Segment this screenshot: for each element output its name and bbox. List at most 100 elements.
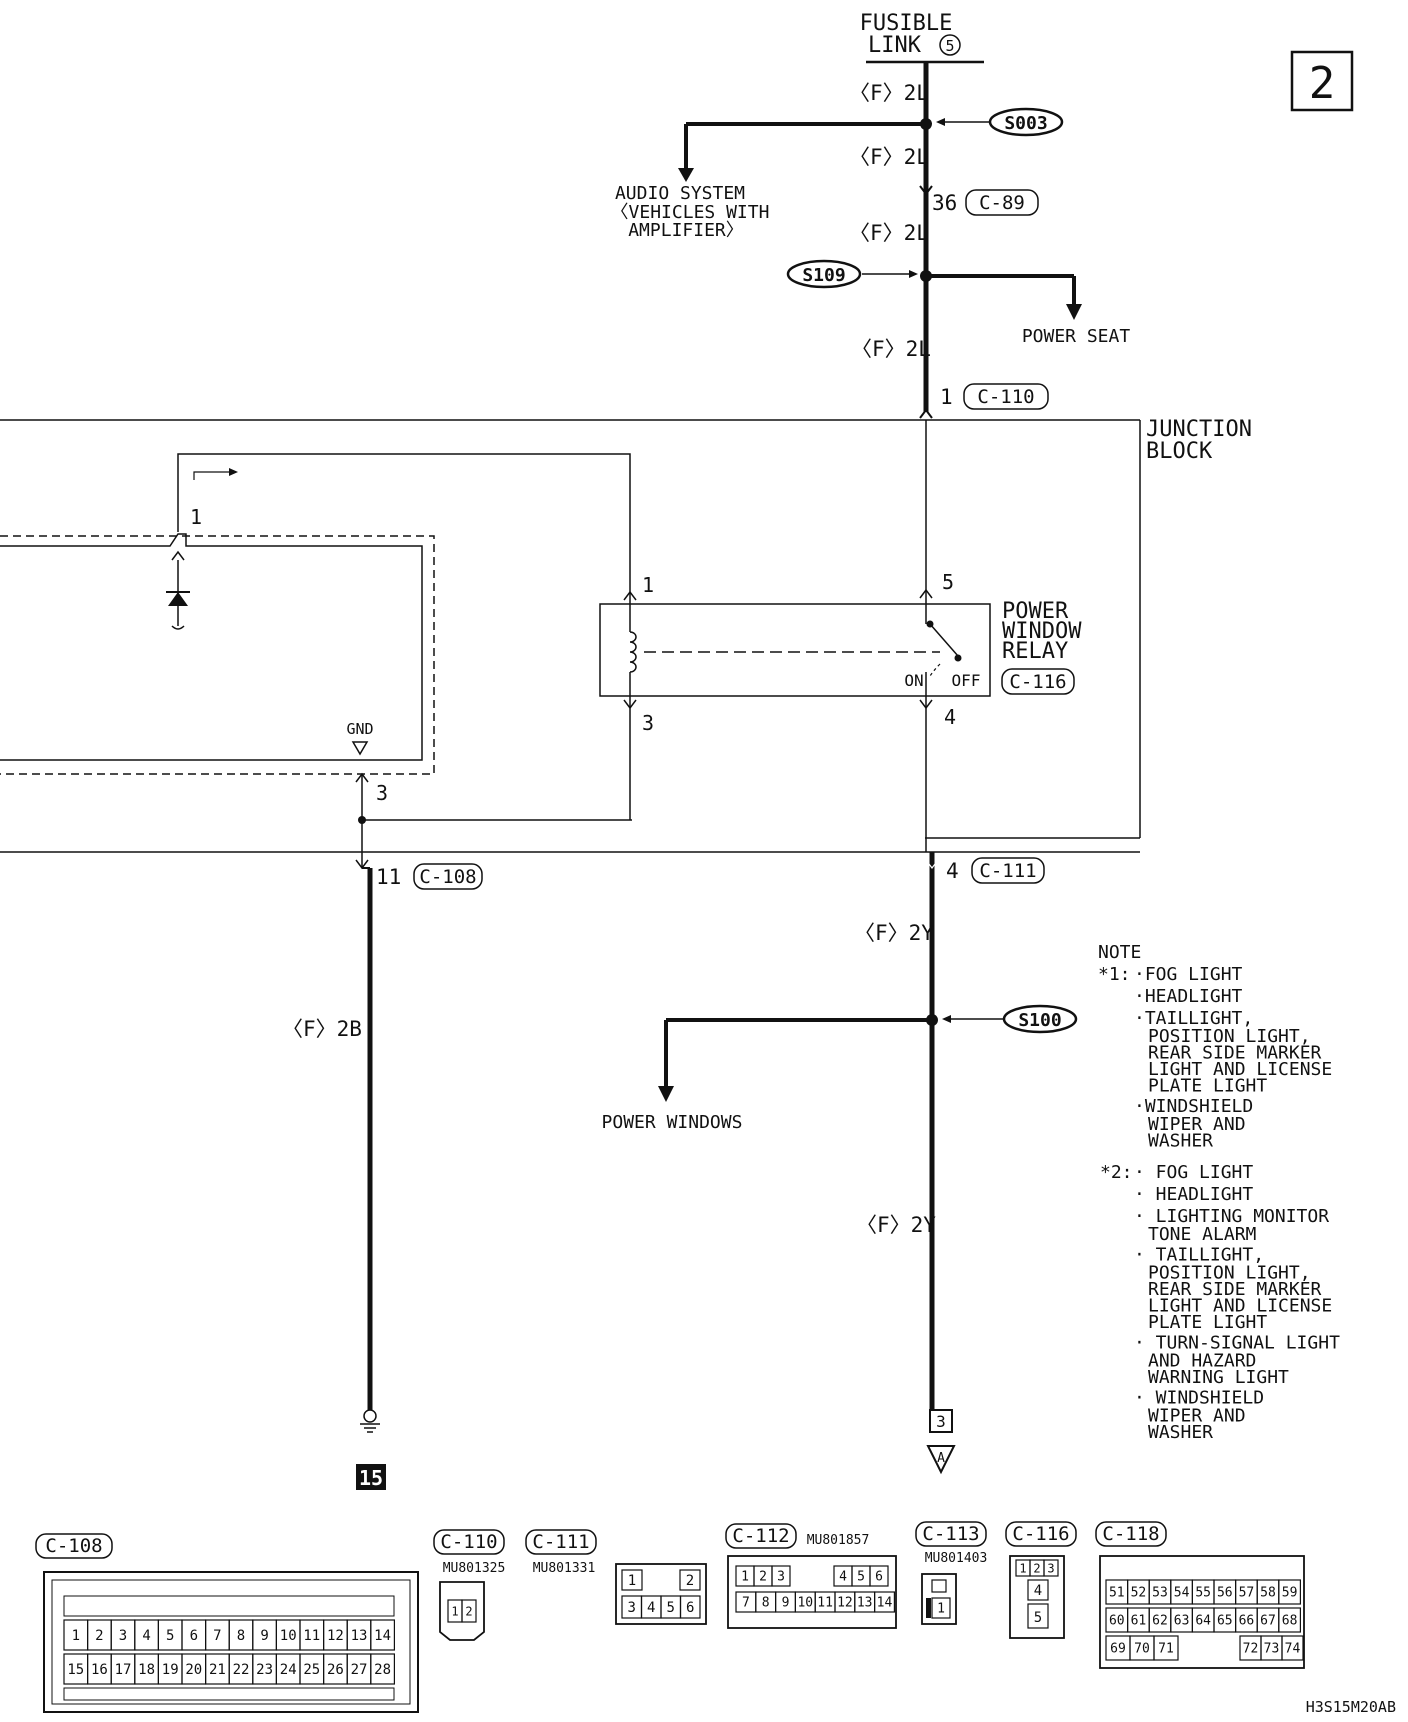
left-circuit-pin-3: 3 xyxy=(376,781,388,805)
pin-number: 4 xyxy=(1034,1583,1042,1599)
note-line: POSITION LIGHT, xyxy=(1148,1263,1311,1284)
power-windows-label: POWER WINDOWS xyxy=(602,1112,743,1133)
diagram-code: H3S15M20AB xyxy=(1306,1698,1396,1716)
main-power-wire xyxy=(678,62,1082,419)
pin-number: 25 xyxy=(303,1662,320,1678)
note-line: PLATE LIGHT xyxy=(1148,1312,1267,1333)
splice-s100-label: S100 xyxy=(1018,1010,1061,1031)
pin-number: 53 xyxy=(1152,1586,1168,1601)
pin-number: 70 xyxy=(1134,1642,1150,1657)
pin-cell xyxy=(1027,1579,1049,1601)
pin-number: 17 xyxy=(115,1662,132,1678)
pin-cell xyxy=(931,1597,951,1619)
pin-number: 12 xyxy=(837,1596,853,1611)
c110-view-label: C-110 xyxy=(440,1531,497,1553)
c118-view-label: C-118 xyxy=(1102,1523,1159,1545)
pin-number: 9 xyxy=(782,1596,790,1611)
c108-top-rail xyxy=(63,1595,395,1617)
c112-part-number: MU801857 xyxy=(807,1533,870,1548)
c118-housing xyxy=(1099,1555,1305,1669)
c110-housing xyxy=(439,1581,485,1641)
pin-number: 14 xyxy=(374,1628,391,1644)
note-line: POSITION LIGHT, xyxy=(1148,1026,1311,1047)
pin-number: 2 xyxy=(686,1573,694,1589)
pin-number: 4 xyxy=(647,1600,655,1616)
c111-view-label: C-111 xyxy=(532,1531,589,1553)
note-line: TONE ALARM xyxy=(1148,1224,1257,1245)
pin-number: 4 xyxy=(839,1570,847,1585)
note-line: WIPER AND xyxy=(1148,1114,1246,1135)
pin-number: 74 xyxy=(1285,1642,1301,1657)
left-circuit: 1 GND 3 xyxy=(0,453,632,852)
pin-number: 7 xyxy=(742,1596,750,1611)
c113-housing xyxy=(921,1573,957,1625)
pin-cell xyxy=(1043,1559,1059,1577)
fusible-link: FUSIBLE LINK 5 xyxy=(860,11,984,64)
pin-number: 19 xyxy=(162,1662,179,1678)
note-line: REAR SIDE MARKER xyxy=(1148,1043,1322,1064)
pin-cell xyxy=(370,1653,395,1685)
wire-label-6: 〈F〉2Y xyxy=(856,1213,936,1237)
pin-number: 68 xyxy=(1282,1614,1298,1629)
connector-c110-callout: 1 C-110 xyxy=(940,383,1049,410)
audio-system-label-2: 〈VEHICLES WITH xyxy=(611,202,770,223)
pin-number: 1 xyxy=(937,1602,945,1617)
relay-pin-5: 5 xyxy=(942,570,954,594)
pin-number: 60 xyxy=(1109,1614,1125,1629)
c113-view-label: C-113 xyxy=(922,1523,979,1545)
note-line: PLATE LIGHT xyxy=(1148,1076,1267,1097)
splice-s109: S109 xyxy=(786,259,918,289)
pin-number: 5 xyxy=(857,1570,865,1585)
note-line: WASHER xyxy=(1148,1131,1213,1152)
note-line: AND HAZARD xyxy=(1148,1351,1256,1372)
pin-number: 22 xyxy=(233,1662,250,1678)
pin-number: 5 xyxy=(166,1628,174,1644)
pin-number: 26 xyxy=(327,1662,344,1678)
pin-number: 6 xyxy=(190,1628,198,1644)
wire-label-7: 〈F〉2B xyxy=(282,1017,362,1041)
pin-number: 54 xyxy=(1174,1586,1190,1601)
pin-number: 59 xyxy=(1282,1586,1298,1601)
c108-view-label: C-108 xyxy=(45,1535,102,1557)
splice-s109-label: S109 xyxy=(802,265,845,286)
connector-c110-pin: 1 xyxy=(940,385,953,409)
c110-part-number: MU801325 xyxy=(443,1561,506,1576)
continuation-letter: A xyxy=(937,1451,945,1466)
pin-cell xyxy=(370,1619,395,1651)
pin-cell xyxy=(679,1569,701,1591)
pin-number: 3 xyxy=(1047,1561,1054,1575)
connector-c110-name: C-110 xyxy=(977,386,1034,408)
note-line: WARNING LIGHT xyxy=(1148,1367,1289,1388)
note-line: WASHER xyxy=(1148,1422,1213,1443)
note-star1-items: ·FOG LIGHT·HEADLIGHT·TAILLIGHT,POSITION … xyxy=(1134,964,1332,1152)
c111-housing xyxy=(615,1563,707,1625)
note-line: · TAILLIGHT, xyxy=(1134,1245,1264,1266)
pin-number: 20 xyxy=(185,1662,202,1678)
c108-bottom-rail xyxy=(63,1687,395,1701)
pin-number: 64 xyxy=(1195,1614,1211,1629)
audio-system-label-1: AUDIO SYSTEM xyxy=(615,183,745,204)
connector-c108-pin: 11 xyxy=(376,865,401,889)
note-line: · TURN-SIGNAL LIGHT xyxy=(1134,1333,1340,1354)
page-number-box: 2 xyxy=(1290,50,1354,112)
pin-cell xyxy=(1278,1579,1302,1605)
wire-label-3: 〈F〉2L xyxy=(849,221,929,245)
wire-label-2: 〈F〉2L xyxy=(849,145,929,169)
pin-number: 4 xyxy=(142,1628,150,1644)
note-line: LIGHT AND LICENSE xyxy=(1148,1296,1332,1317)
pin-number: 8 xyxy=(237,1628,245,1644)
pin-cell xyxy=(869,1565,889,1587)
pin-number: 6 xyxy=(686,1600,694,1616)
pin-number: 66 xyxy=(1239,1614,1255,1629)
pin-number: 28 xyxy=(374,1662,391,1678)
pin-number: 63 xyxy=(1174,1614,1190,1629)
relay-connector: C-116 xyxy=(1009,671,1066,693)
continuation-number: 3 xyxy=(936,1412,946,1431)
pin-cell xyxy=(461,1599,477,1623)
pin-number: 2 xyxy=(465,1604,472,1618)
pin-cell xyxy=(679,1595,701,1619)
